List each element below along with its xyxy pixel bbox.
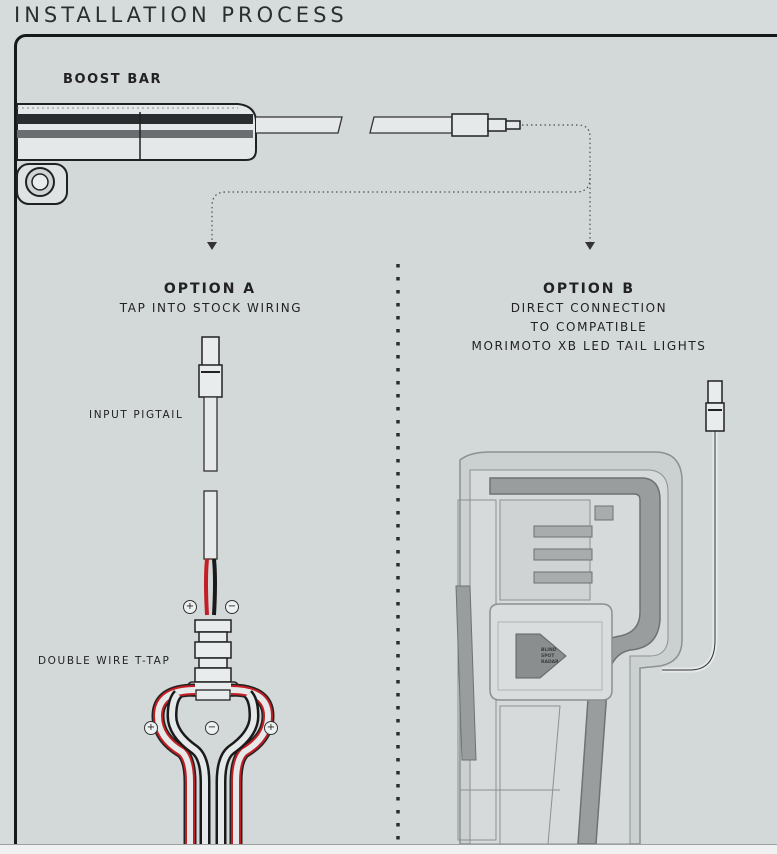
- option-a-subtitle: TAP INTO STOCK WIRING: [119, 301, 303, 315]
- negative-symbol-center: −: [205, 721, 219, 735]
- svg-text:BLIND: BLIND: [541, 647, 557, 653]
- t-tap-wires: [151, 683, 275, 844]
- option-b-connector: [662, 380, 725, 673]
- svg-text:SPOT: SPOT: [541, 653, 555, 659]
- t-tap-connector: [187, 619, 239, 697]
- positive-symbol-left: +: [144, 721, 158, 735]
- t-tap-label: DOUBLE WIRE T-TAP: [38, 655, 171, 667]
- boost-bar-cable: [256, 113, 521, 137]
- option-b-subtitle-line-2: TO COMPATIBLE: [530, 320, 648, 334]
- negative-symbol-top: −: [225, 600, 239, 614]
- option-b-title: OPTION B: [542, 281, 636, 297]
- boost-bar: [16, 103, 257, 205]
- tail-light-badge-text: BLIND SPOT RADAR: [541, 647, 559, 665]
- option-b-subtitle-line-1: DIRECT CONNECTION: [510, 301, 668, 315]
- routing-lines: [211, 124, 591, 242]
- diagram-panel: [14, 34, 777, 853]
- svg-text:RADAR: RADAR: [541, 659, 559, 665]
- tail-light: [455, 451, 683, 845]
- stock-wiring: [203, 490, 218, 616]
- input-pigtail-label: INPUT PIGTAIL: [89, 409, 184, 421]
- input-pigtail: [198, 336, 223, 472]
- page-title: INSTALLATION PROCESS: [14, 3, 348, 27]
- boost-bar-label: BOOST BAR: [63, 72, 163, 87]
- positive-symbol-top: +: [183, 600, 197, 614]
- bottom-scrollbar[interactable]: [0, 844, 777, 854]
- option-a-title: OPTION A: [163, 281, 257, 297]
- option-b-subtitle-line-3: MORIMOTO XB LED TAIL LIGHTS: [471, 339, 707, 353]
- positive-symbol-right: +: [264, 721, 278, 735]
